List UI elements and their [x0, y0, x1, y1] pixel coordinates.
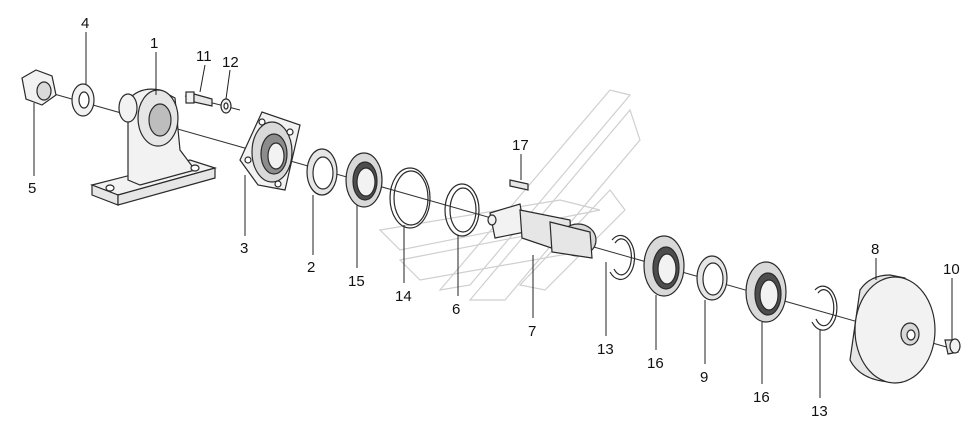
bearing-left-part	[643, 235, 685, 297]
callout-8: 8	[871, 241, 879, 258]
leader-lines	[33, 32, 953, 398]
callout-13-left: 13	[597, 341, 614, 358]
shaft-part	[487, 203, 597, 259]
callout-13-right: 13	[811, 403, 828, 420]
callout-labels: 1 4 11 12 5 3 2 15 14 6 17 7 13 16 9 16 …	[28, 15, 960, 420]
spacer-ring-part	[306, 148, 338, 196]
bearing-part	[345, 152, 383, 208]
watermark-logo	[378, 89, 641, 301]
retaining-ring-left-part	[609, 234, 636, 281]
o-ring-small-part	[444, 183, 480, 237]
hex-nut-part	[21, 69, 57, 106]
callout-16-left: 16	[647, 355, 664, 372]
callout-6: 6	[452, 301, 460, 318]
o-ring-large-part	[389, 167, 431, 229]
end-bolt-part	[944, 338, 961, 355]
callout-17: 17	[512, 137, 529, 154]
callout-2: 2	[307, 259, 315, 276]
bolt-part	[185, 91, 213, 107]
callout-16-right: 16	[753, 389, 770, 406]
callout-14: 14	[395, 288, 412, 305]
callout-1: 1	[150, 35, 158, 52]
roller-drum-part	[849, 274, 936, 384]
spring-washer-part	[220, 98, 232, 114]
callout-15: 15	[348, 273, 365, 290]
bearing-bracket-part	[90, 88, 218, 206]
callout-11: 11	[196, 48, 212, 65]
callout-12: 12	[222, 54, 239, 71]
shaft-key-part	[509, 179, 529, 191]
callout-5: 5	[28, 180, 36, 197]
callout-3: 3	[240, 240, 248, 257]
spacer-ring-right-part	[696, 255, 728, 301]
callout-7: 7	[528, 323, 536, 340]
retaining-ring-right-part	[811, 285, 838, 331]
flange-housing-part	[239, 111, 301, 191]
callout-9: 9	[700, 369, 708, 386]
lock-washer-part	[71, 83, 95, 117]
callout-10: 10	[943, 261, 960, 278]
callout-4: 4	[81, 15, 89, 32]
bearing-right-part	[745, 261, 787, 323]
